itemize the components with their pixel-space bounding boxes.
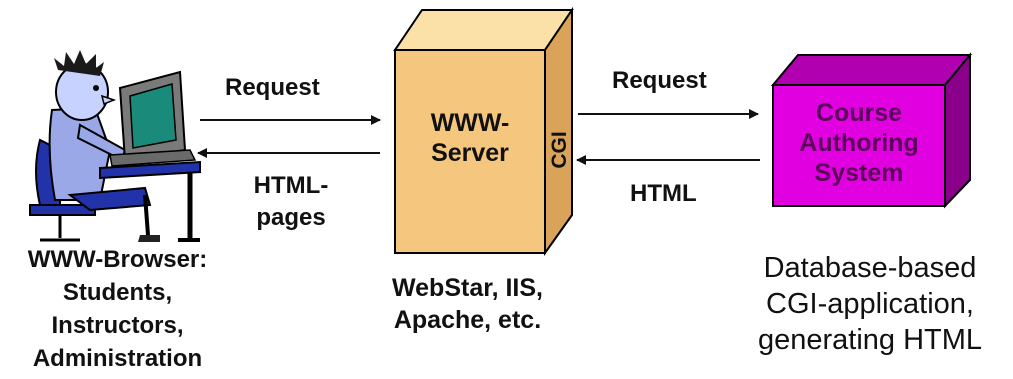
label-request-left: Request — [225, 74, 320, 101]
server-label-line-2: Server — [431, 139, 509, 167]
server-label: WWW- Server — [395, 108, 545, 168]
server-label-line-1: WWW- — [430, 109, 510, 137]
cgi-side-label: CGI — [548, 131, 571, 168]
client-caption-line-4: Administration — [32, 345, 203, 372]
authoring-caption-line-2: CGI-application, — [766, 288, 974, 320]
authoring-caption: Database-based CGI-application, generati… — [730, 250, 1010, 358]
authoring-label-line-3: System — [814, 159, 904, 187]
client-caption-line-1: WWW-Browser: — [27, 246, 208, 273]
authoring-label-line-2: Authoring — [799, 129, 919, 157]
client-caption-line-3: Instructors, — [51, 312, 184, 339]
authoring-caption-line-1: Database-based — [763, 252, 977, 284]
label-html-pages-line-1: HTML- — [253, 172, 329, 199]
www-server-box — [393, 6, 574, 257]
label-html-right: HTML — [630, 180, 697, 207]
authoring-label: Course Authoring System — [773, 98, 945, 188]
client-caption-line-2: Students, — [62, 279, 173, 306]
server-caption: WebStar, IIS, Apache, etc. — [360, 272, 575, 336]
server-caption-line-1: WebStar, IIS, — [392, 274, 543, 302]
authoring-caption-line-3: generating HTML — [757, 324, 983, 356]
label-request-right: Request — [612, 67, 707, 94]
server-caption-line-2: Apache, etc. — [393, 306, 542, 334]
authoring-label-line-1: Course — [815, 99, 903, 127]
course-authoring-system-box — [770, 52, 973, 209]
label-html-pages: HTML- pages — [232, 170, 350, 234]
client-caption: WWW-Browser: Students, Instructors, Admi… — [0, 243, 235, 375]
user-at-computer-icon — [29, 50, 201, 242]
label-html-pages-line-2: pages — [256, 204, 326, 231]
